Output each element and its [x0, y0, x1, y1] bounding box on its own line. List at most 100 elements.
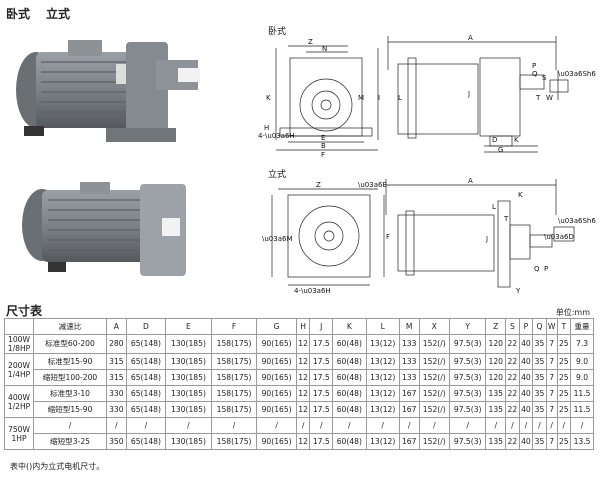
table-cell: 40 — [518, 369, 534, 386]
table-cell: 130(185) — [165, 369, 212, 386]
table-cell: 152(/) — [418, 385, 451, 402]
table-cell: 60(48) — [332, 401, 367, 418]
table-cell: 25 — [556, 353, 572, 370]
table-cell: 315 — [106, 353, 127, 370]
svg-text:N: N — [322, 45, 327, 53]
table-header-cell: 减速比 — [33, 318, 107, 335]
table-cell: / — [332, 417, 367, 434]
table-cell: 7 — [545, 353, 558, 370]
table-cell: 13(12) — [365, 385, 400, 402]
table-cell: 330 — [106, 385, 127, 402]
table-cell: 97.5(3) — [448, 433, 487, 450]
table-cell: 152(/) — [418, 369, 451, 386]
table-cell: 60(48) — [332, 353, 367, 370]
svg-text:S: S — [542, 74, 547, 82]
table-cell: 133 — [398, 369, 420, 386]
table-cell: / — [518, 417, 534, 434]
horizontal-motor-photo — [16, 40, 200, 142]
vertical-heading: 立式 — [46, 7, 71, 21]
table-cell: 12 — [295, 369, 311, 386]
table-cell: 11.5 — [570, 385, 594, 402]
svg-text:D: D — [492, 136, 497, 144]
table-cell: 25 — [556, 433, 572, 450]
table-cell: 65(148) — [125, 433, 167, 450]
table-cell: 12 — [295, 353, 311, 370]
table-header-cell: D — [125, 318, 167, 335]
table-cell: 135 — [485, 401, 507, 418]
table-cell: 9.0 — [570, 369, 594, 386]
table-header-cell: A — [106, 318, 127, 335]
table-cell: 35 — [532, 369, 547, 386]
table-cell: 90(165) — [256, 401, 297, 418]
table-cell: 缩短型15-90 — [33, 401, 107, 418]
svg-text:\u03a6D: \u03a6D — [544, 233, 574, 241]
svg-text:F: F — [321, 151, 325, 158]
table-cell: 60(48) — [332, 334, 367, 354]
table-cell: / — [106, 417, 127, 434]
table-cell: / — [256, 417, 297, 434]
svg-text:K: K — [518, 191, 523, 199]
svg-text:\u03a6M: \u03a6M — [262, 235, 293, 243]
table-cell: 65(148) — [125, 353, 167, 370]
table-header-cell: F — [210, 318, 258, 335]
vertical-drawing-heading: 立式 — [268, 170, 287, 180]
table-cell: / — [210, 417, 258, 434]
table-header-cell: S — [505, 318, 520, 335]
table-cell: 35 — [532, 401, 547, 418]
svg-text:K: K — [514, 136, 519, 144]
table-cell: / — [398, 417, 420, 434]
table-cell: 167 — [398, 401, 420, 418]
table-cell: 40 — [518, 334, 534, 354]
table-cell: 7 — [545, 369, 558, 386]
table-cell: 152(/) — [418, 334, 451, 354]
table-cell: 22 — [505, 369, 520, 386]
table-cell: 22 — [505, 433, 520, 450]
svg-text:Q: Q — [532, 70, 538, 78]
svg-text:K: K — [266, 94, 271, 102]
table-cell: 22 — [505, 385, 520, 402]
table-header-cell: T — [556, 318, 572, 335]
table-cell: 25 — [556, 369, 572, 386]
svg-text:P: P — [532, 62, 536, 70]
table-cell: / — [448, 417, 487, 434]
table-cell: 97.5(3) — [448, 401, 487, 418]
svg-text:A: A — [468, 34, 473, 42]
table-cell: 133 — [398, 353, 420, 370]
table-cell: 17.5 — [309, 369, 334, 386]
table-header-cell: H — [295, 318, 311, 335]
table-cell: 12 — [295, 433, 311, 450]
table-power-cell: 200W 1/4HP — [4, 353, 34, 386]
horizontal-heading: 卧式 — [6, 7, 31, 21]
table-title: 尺寸表 — [6, 304, 43, 318]
table-cell: 130(185) — [165, 401, 212, 418]
table-cell: 152(/) — [418, 353, 451, 370]
table-cell: 7 — [545, 334, 558, 354]
svg-text:B: B — [321, 142, 326, 150]
svg-text:Z: Z — [316, 181, 321, 189]
table-cell: 12 — [295, 401, 311, 418]
table-cell: 97.5(3) — [448, 369, 487, 386]
table-cell: 缩短型3-25 — [33, 433, 107, 450]
table-cell: 13(12) — [365, 334, 400, 354]
table-header-cell: P — [518, 318, 534, 335]
table-cell: / — [295, 417, 311, 434]
table-cell: 120 — [485, 369, 507, 386]
table-cell: 7.3 — [570, 334, 594, 354]
table-cell: 17.5 — [309, 334, 334, 354]
table-cell: / — [485, 417, 507, 434]
table-cell: 标准型60-200 — [33, 334, 107, 354]
table-cell: 35 — [532, 353, 547, 370]
table-cell: 11.5 — [570, 401, 594, 418]
table-cell: 133 — [398, 334, 420, 354]
table-cell: 135 — [485, 385, 507, 402]
svg-text:Z: Z — [308, 38, 313, 46]
svg-text:G: G — [498, 146, 503, 154]
table-cell: 35 — [532, 433, 547, 450]
table-cell: 40 — [518, 433, 534, 450]
table-cell: 13(12) — [365, 353, 400, 370]
svg-text:J: J — [467, 90, 470, 98]
